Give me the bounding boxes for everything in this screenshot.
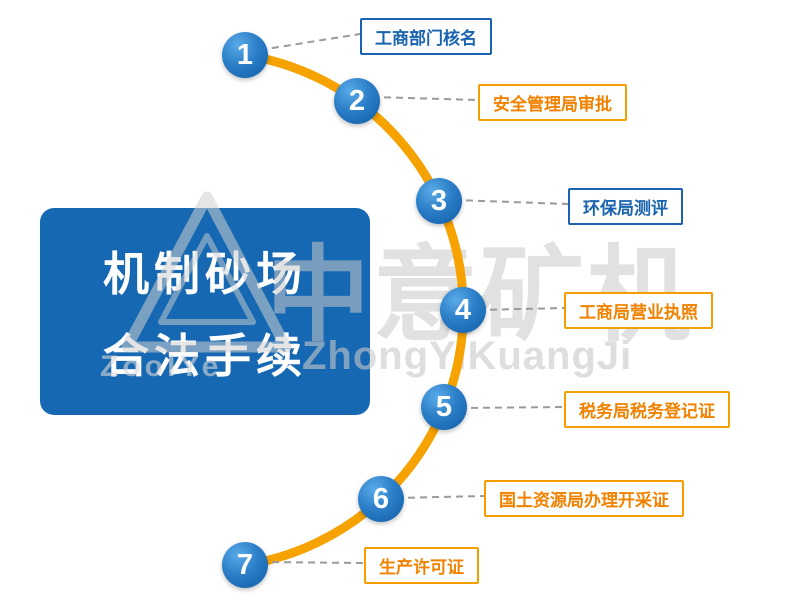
connector-step-3 bbox=[453, 199, 569, 205]
step-circle-2: 2 bbox=[334, 78, 380, 124]
connector-step-1 bbox=[259, 33, 361, 51]
title-panel: 机制砂场 合法手续 bbox=[40, 208, 370, 415]
connector-step-4 bbox=[477, 307, 565, 311]
step-label-1: 工商部门核名 bbox=[360, 18, 492, 55]
step-circle-4: 4 bbox=[440, 287, 486, 333]
step-label-7: 生产许可证 bbox=[364, 547, 479, 584]
step-circle-1: 1 bbox=[222, 32, 268, 78]
step-circle-6: 6 bbox=[358, 476, 404, 522]
connector-step-5 bbox=[458, 406, 565, 409]
step-label-5: 税务局税务登记证 bbox=[564, 391, 730, 428]
title-line-1: 机制砂场 bbox=[103, 247, 307, 300]
step-label-3: 环保局测评 bbox=[568, 188, 683, 225]
title-line-2: 合法手续 bbox=[103, 329, 307, 382]
step-label-2: 安全管理局审批 bbox=[478, 84, 627, 121]
connector-step-7 bbox=[259, 561, 365, 564]
step-label-6: 国土资源局办理开采证 bbox=[484, 480, 684, 517]
step-circle-5: 5 bbox=[421, 384, 467, 430]
connector-step-2 bbox=[371, 96, 479, 101]
step-circle-3: 3 bbox=[416, 178, 462, 224]
connector-step-6 bbox=[395, 495, 485, 499]
step-label-4: 工商局营业执照 bbox=[564, 292, 713, 329]
step-circle-7: 7 bbox=[222, 542, 268, 588]
